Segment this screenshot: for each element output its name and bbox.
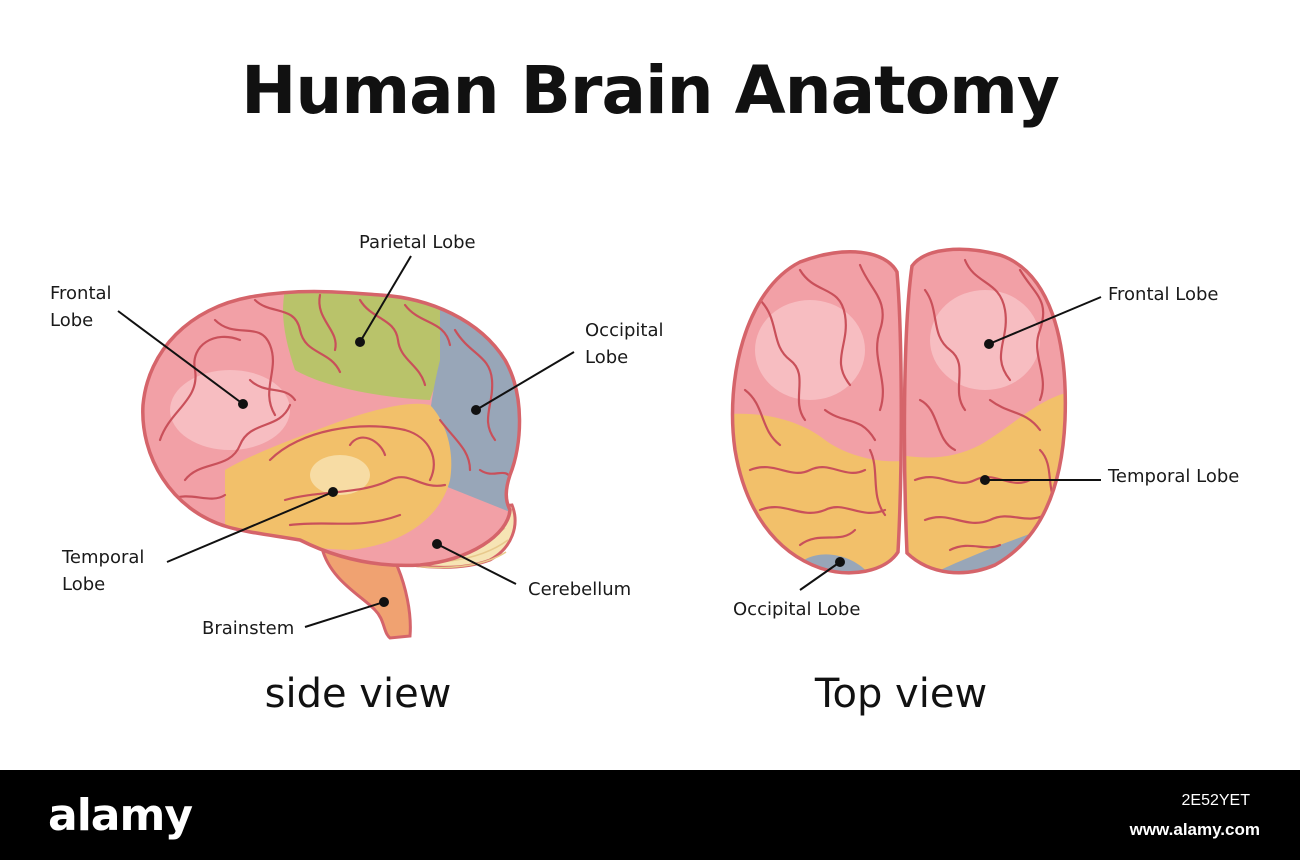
top-occipital-lobe-marker bbox=[835, 557, 845, 567]
top-view-brain bbox=[730, 247, 1068, 575]
label-cerebellum: Cerebellum bbox=[528, 579, 631, 600]
label-top-temporal: Temporal Lobe bbox=[1107, 466, 1239, 487]
temporal-lobe-marker bbox=[328, 487, 338, 497]
caption-top-view: Top view bbox=[814, 671, 987, 717]
diagram-title: Human Brain Anatomy bbox=[241, 52, 1060, 129]
label-parietal: Parietal Lobe bbox=[359, 232, 476, 253]
label-frontal-line2: Lobe bbox=[50, 310, 93, 331]
parietal-lobe-marker bbox=[355, 337, 365, 347]
image-id: 2E52YET bbox=[1181, 792, 1250, 809]
occipital-lobe-marker bbox=[471, 405, 481, 415]
label-temporal-line1: Temporal bbox=[61, 547, 144, 568]
label-top-occipital: Occipital Lobe bbox=[733, 599, 860, 620]
label-frontal-line1: Frontal bbox=[50, 283, 112, 304]
brainstem-marker bbox=[379, 597, 389, 607]
cerebellum-marker bbox=[432, 539, 442, 549]
label-brainstem: Brainstem bbox=[202, 618, 294, 639]
watermark-url: www.alamy.com bbox=[1129, 820, 1260, 839]
side-view-brain bbox=[141, 289, 522, 640]
alamy-logo: alamy bbox=[48, 790, 193, 841]
side-view-leaders bbox=[117, 255, 575, 628]
top-frontal-lobe-marker bbox=[984, 339, 994, 349]
label-top-frontal: Frontal Lobe bbox=[1108, 284, 1219, 305]
label-occipital-line1: Occipital bbox=[585, 320, 663, 341]
label-occipital-line2: Lobe bbox=[585, 347, 628, 368]
frontal-lobe-marker bbox=[238, 399, 248, 409]
caption-side-view: side view bbox=[265, 671, 452, 717]
watermark-bar: alamy 2E52YET www.alamy.com bbox=[0, 770, 1300, 860]
parietal-region bbox=[283, 291, 460, 400]
brain-diagram: Frontal Lobe Parietal Lobe Occipital Lob… bbox=[50, 232, 1239, 717]
top-view-leaders bbox=[799, 296, 1102, 591]
top-temporal-lobe-marker bbox=[980, 475, 990, 485]
label-temporal-line2: Lobe bbox=[62, 574, 105, 595]
